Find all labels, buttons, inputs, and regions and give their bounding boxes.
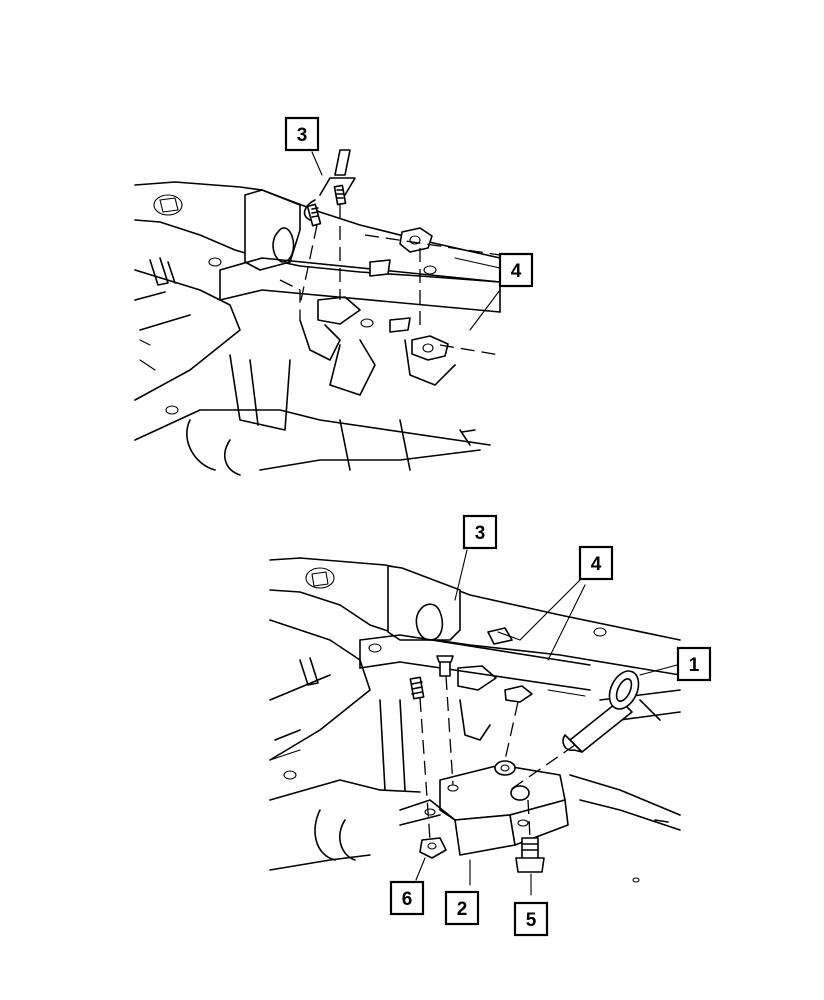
upper-callout-4-label: 4	[511, 261, 522, 282]
lower-callout-3: 3	[462, 514, 498, 550]
lower-callout-5: 5	[513, 901, 549, 937]
lower-callout-3-label: 3	[475, 523, 486, 544]
lower-callout-1-label: 1	[689, 655, 700, 676]
upper-callout-4: 4	[498, 252, 534, 288]
lower-callout-6-label: 6	[402, 889, 413, 910]
lower-callout-2-label: 2	[457, 899, 468, 920]
lower-callout-5-label: 5	[526, 910, 537, 931]
lower-callout-4-label: 4	[591, 554, 602, 575]
lower-callout-2: 2	[444, 890, 480, 926]
upper-view	[134, 149, 501, 476]
upper-callout-3-label: 3	[297, 125, 308, 146]
upper-callout-3: 3	[284, 116, 320, 152]
lower-callout-1: 1	[676, 646, 712, 682]
lower-callout-4: 4	[578, 545, 614, 581]
lower-callout-6: 6	[389, 880, 425, 916]
lower-view	[269, 549, 681, 896]
